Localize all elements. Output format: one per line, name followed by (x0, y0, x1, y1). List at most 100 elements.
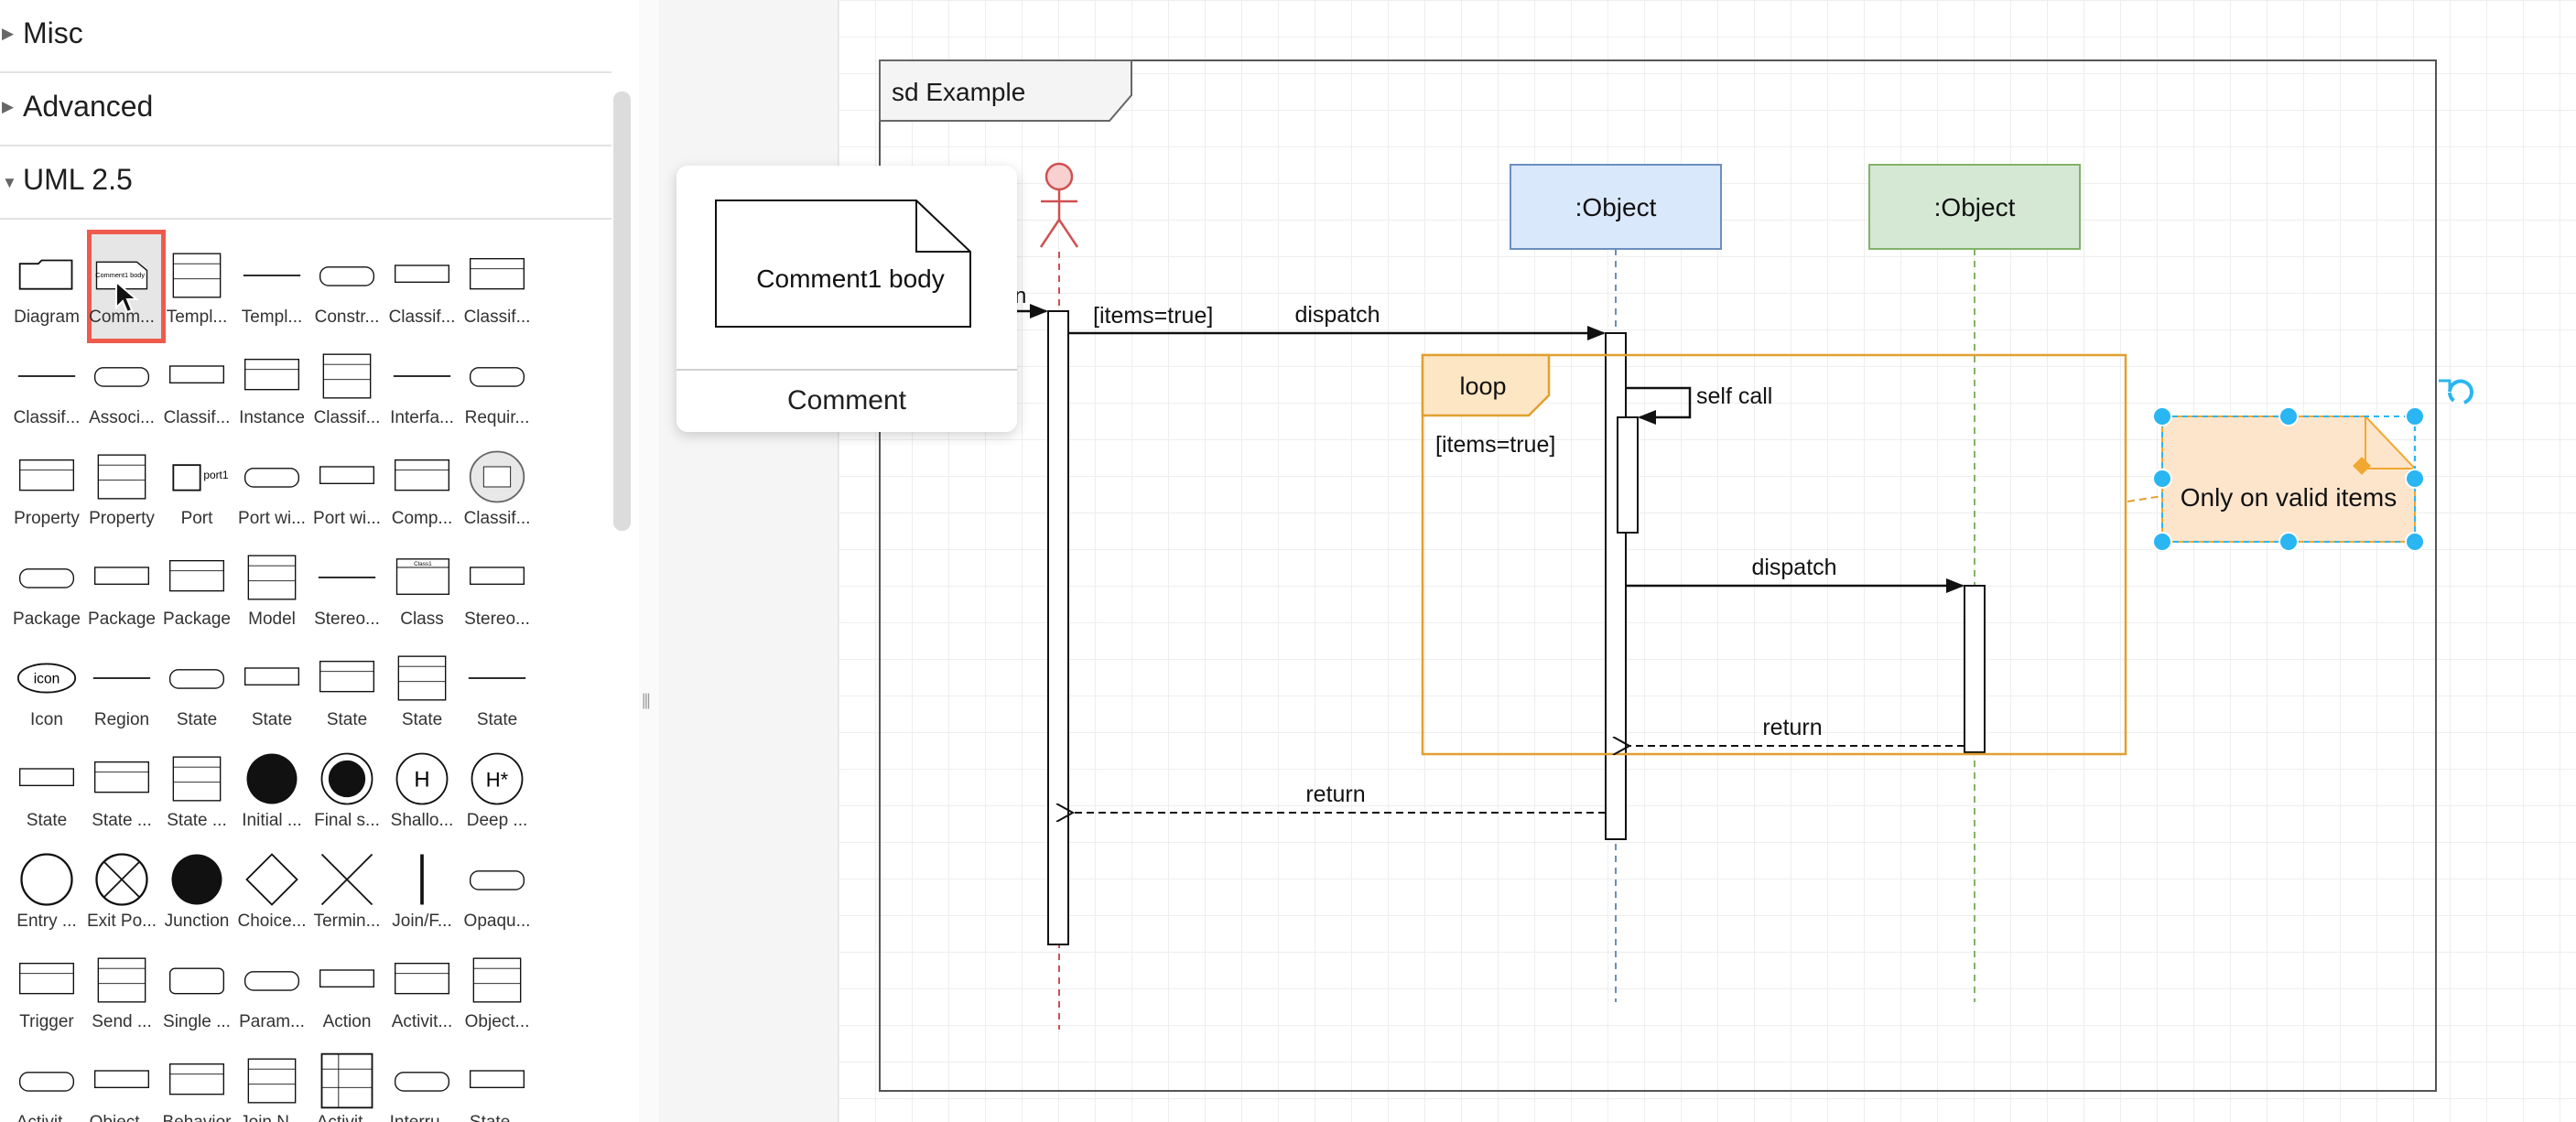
shape-tile[interactable]: Diagram (9, 242, 84, 340)
resize-handle-w[interactable] (2152, 469, 2172, 489)
shape-tile[interactable]: Instance (234, 342, 309, 441)
section-uml-25[interactable]: ▼ UML 2.5 (0, 146, 612, 220)
mouse-cursor-icon (115, 280, 139, 314)
shape-tile-label: Package (88, 610, 156, 629)
shape-tile[interactable]: Property (9, 443, 84, 542)
comment-preview-shape (715, 200, 971, 328)
shape-tile[interactable]: State (9, 745, 84, 844)
section-title: Misc (23, 16, 83, 49)
shape-thumbnail-icon (171, 854, 222, 905)
resize-handle-ne[interactable] (2405, 406, 2425, 426)
shape-tile[interactable]: Comp... (384, 443, 460, 542)
shape-tile[interactable]: Classif... (309, 342, 384, 441)
shape-tile[interactable]: Region (84, 644, 159, 743)
actor-activation[interactable] (1047, 310, 1069, 945)
section-misc[interactable]: ▶ Misc (0, 0, 612, 73)
sd-frame[interactable] (879, 59, 2437, 1092)
shape-tile[interactable]: Join N... (234, 1047, 309, 1122)
resize-handle-sw[interactable] (2152, 532, 2172, 552)
shape-tile-label: Package (163, 610, 231, 629)
shape-tile[interactable]: State (234, 644, 309, 743)
shape-tile[interactable]: Interfa... (384, 342, 460, 441)
shape-tile[interactable]: Package (9, 544, 84, 642)
shape-tile[interactable]: Initial ... (234, 745, 309, 844)
shape-tile[interactable]: Exit Po... (84, 846, 159, 944)
shape-tile[interactable]: State (159, 644, 234, 743)
shape-tile[interactable]: Object... (460, 946, 535, 1045)
shape-tile[interactable]: H*Deep ... (460, 745, 535, 844)
shape-tile[interactable]: Param... (234, 946, 309, 1045)
resize-handle-nw[interactable] (2152, 406, 2172, 426)
shape-tile[interactable]: Activit... (309, 1047, 384, 1122)
shape-tile[interactable]: Constr... (309, 242, 384, 340)
resize-handle-e[interactable] (2405, 469, 2425, 489)
shape-tile[interactable]: Behavior (159, 1047, 234, 1122)
shape-tile[interactable]: Single ... (159, 946, 234, 1045)
shape-tile[interactable]: Port wi... (309, 443, 384, 542)
shape-tile[interactable]: Choice... (234, 846, 309, 944)
shape-tile[interactable]: Final s... (309, 745, 384, 844)
shape-tile[interactable]: Templ... (159, 242, 234, 340)
shape-tile[interactable]: State (309, 644, 384, 743)
note-fold-handle[interactable] (2353, 457, 2371, 475)
shape-tile[interactable]: State (384, 644, 460, 743)
note-connector[interactable] (2127, 495, 2163, 502)
shape-tile-label: Activit... (5, 1113, 88, 1122)
shape-tile[interactable]: Object... (84, 1047, 159, 1122)
shape-tile[interactable]: Templ... (234, 242, 309, 340)
shape-tile[interactable]: Classif... (159, 342, 234, 441)
self-call-activation[interactable] (1617, 416, 1639, 534)
object-1[interactable] (1510, 164, 1722, 250)
shape-tile[interactable]: Interru... (384, 1047, 460, 1122)
self-call-arrow[interactable] (1626, 386, 1692, 425)
shape-tile[interactable]: State ... (159, 745, 234, 844)
rotate-handle-icon[interactable] (2439, 379, 2473, 405)
shape-tile[interactable]: Requir... (460, 342, 535, 441)
shape-tile[interactable]: State... (460, 1047, 535, 1122)
resize-handle-s[interactable] (2278, 532, 2299, 552)
shape-tile[interactable]: Junction (159, 846, 234, 944)
resize-handle-n[interactable] (2278, 406, 2299, 426)
section-advanced[interactable]: ▶ Advanced (0, 73, 612, 146)
shape-tile[interactable]: Classif... (460, 242, 535, 340)
shape-tile[interactable]: Classif... (9, 342, 84, 441)
shape-thumbnail-icon (472, 957, 522, 1003)
shape-tile-label: Activit... (306, 1113, 388, 1122)
shape-tile[interactable]: Send ... (84, 946, 159, 1045)
shape-tile[interactable]: Entry ... (9, 846, 84, 944)
shape-tile[interactable]: Classif... (384, 242, 460, 340)
shape-tile[interactable]: Classif... (460, 443, 535, 542)
shape-tile[interactable]: Package (159, 544, 234, 642)
shape-tile[interactable]: Port wi... (234, 443, 309, 542)
object-2[interactable] (1868, 164, 2081, 250)
shape-tile[interactable]: State (460, 644, 535, 743)
shape-tile-label: Activit... (391, 1012, 453, 1031)
sidebar-scrollbar[interactable] (613, 92, 631, 531)
shape-tile[interactable]: Action (309, 946, 384, 1045)
shape-tile[interactable]: Activit... (9, 1047, 84, 1122)
resize-handle-se[interactable] (2405, 532, 2425, 552)
object-2-activation[interactable] (1964, 585, 1986, 753)
shape-tile[interactable]: Activit... (384, 946, 460, 1045)
actor-figure[interactable] (1039, 162, 1079, 248)
selected-note[interactable] (2161, 415, 2416, 543)
shape-tile[interactable]: Opaqu... (460, 846, 535, 944)
shape-tile[interactable]: Join/F... (384, 846, 460, 944)
shape-tile[interactable]: Property (84, 443, 159, 542)
shape-tile[interactable]: Model (234, 544, 309, 642)
shape-tile[interactable]: Package (84, 544, 159, 642)
shape-tile-label: Comm... (89, 307, 155, 327)
shape-tile[interactable]: Stereo... (309, 544, 384, 642)
shape-tile[interactable]: Trigger (9, 946, 84, 1045)
shape-tile[interactable]: Stereo... (460, 544, 535, 642)
shape-tile[interactable]: State ... (84, 745, 159, 844)
shape-tile[interactable]: Termin... (309, 846, 384, 944)
shape-tile[interactable]: Associ... (84, 342, 159, 441)
loop-fragment[interactable] (1421, 353, 2127, 756)
object-1-activation[interactable] (1605, 332, 1627, 840)
